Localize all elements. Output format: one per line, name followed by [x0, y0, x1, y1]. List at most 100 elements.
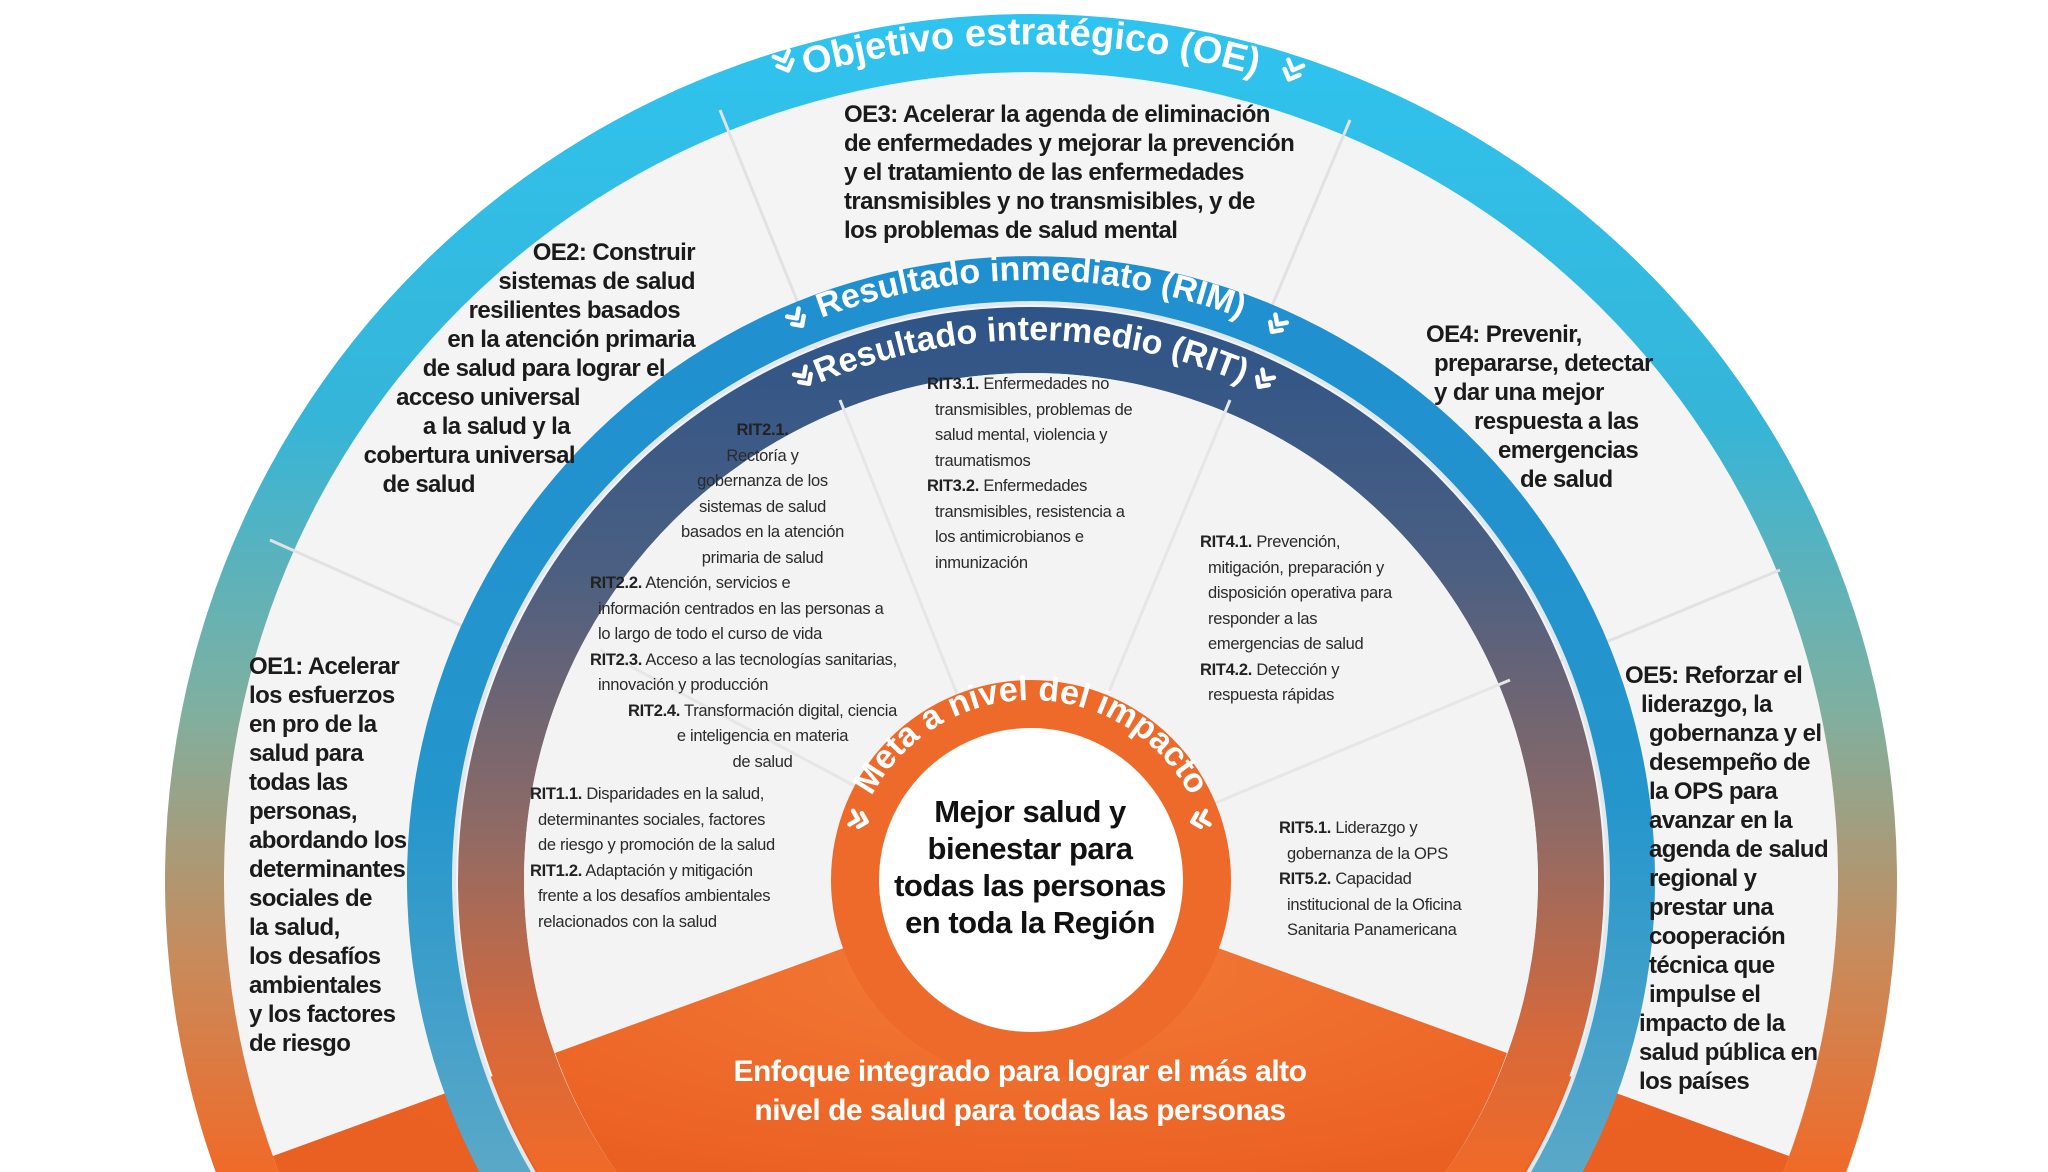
- rit-line: de riesgo y promoción de la salud: [530, 833, 775, 859]
- objective-text: los esfuerzos: [249, 682, 395, 709]
- rit-text: Disparidades en la salud,: [586, 785, 765, 803]
- rit-text: gobernanza de los: [697, 472, 828, 490]
- rit-line: transmisibles, problemas de: [927, 398, 1133, 424]
- objective-line: OE3: Acelerar la agenda de eliminación: [844, 100, 1294, 129]
- objective-line: técnica que: [1625, 951, 1828, 980]
- rit-code: RIT2.3.: [590, 650, 643, 669]
- approach-line: Enfoque integrado para lograr el más alt…: [733, 1055, 1307, 1088]
- rit-text: primaria de salud: [701, 548, 824, 567]
- objective-text: y el tratamiento de las enfermedades: [844, 159, 1245, 186]
- rit4-group: RIT4.1. Prevención,mitigación, preparaci…: [1200, 530, 1392, 709]
- objective-line: prepararse, detectar: [1426, 349, 1653, 378]
- rit-line: traumatismos: [927, 449, 1132, 475]
- rit-line: RIT2.2. Atención, servicios e: [590, 571, 935, 597]
- chevron-down-icon: [771, 48, 795, 73]
- objective-text: emergencias: [1498, 437, 1639, 464]
- objective-line: sociales de: [249, 884, 407, 913]
- objective-line: prestar una: [1625, 893, 1828, 922]
- objective-line: de salud: [330, 470, 695, 499]
- rit-text: sistemas de salud: [699, 497, 826, 516]
- objective-line: los desafíos: [249, 942, 407, 971]
- chevron-down-icon: [1255, 367, 1277, 389]
- rit-line: RIT1.1. Disparidades en la salud,: [530, 782, 775, 808]
- objective-text: Acelerar la agenda de eliminación: [902, 101, 1271, 128]
- objective-text: los países: [1639, 1068, 1750, 1095]
- objective-line: de enfermedades y mejorar la prevención: [844, 129, 1295, 158]
- rit-line: mitigación, preparación y: [1200, 556, 1392, 582]
- rit-text: Prevención,: [1256, 533, 1341, 551]
- objective-line: a la salud y la: [330, 412, 695, 441]
- objective-text: cooperación: [1649, 923, 1786, 950]
- objective-text: determinantes: [249, 856, 406, 883]
- rit-text: transmisibles, resistencia a: [935, 502, 1125, 521]
- rit-text: Detección y: [1256, 660, 1340, 679]
- rit-text: e inteligencia en materia: [676, 727, 849, 745]
- objective-text: en la atención primaria: [447, 326, 695, 353]
- objective-text: cobertura universal: [363, 442, 576, 469]
- rit-text: Transformación digital, ciencia: [684, 701, 897, 720]
- rit-line: sistemas de salud: [590, 495, 935, 521]
- objective-text: los problemas de salud mental: [844, 217, 1178, 244]
- objective-text: la salud,: [249, 914, 340, 941]
- rit-line: RIT1.2. Adaptación y mitigación: [530, 859, 775, 885]
- objective-line: emergencias: [1426, 436, 1653, 465]
- objective-line: resilientes basados: [330, 296, 695, 325]
- rit-line: e inteligencia en materia: [590, 724, 935, 750]
- rit-text: de riesgo y promoción de la salud: [538, 836, 775, 854]
- rit-text: de salud: [732, 752, 793, 771]
- rit-line: lo largo de todo el curso de vida: [590, 622, 935, 648]
- rit-text: Acceso a las tecnologías sanitarias,: [645, 650, 897, 669]
- rit-code: RIT5.1.: [1279, 819, 1332, 837]
- objective-line: los países: [1625, 1067, 1828, 1096]
- objective-text: en pro de la: [249, 711, 377, 738]
- objective-line: de riesgo: [249, 1029, 407, 1058]
- objective-code: OE2:: [532, 239, 587, 266]
- rit-line: transmisibles, resistencia a: [927, 500, 1132, 526]
- rit-text: innovación y producción: [598, 676, 769, 694]
- rit-code: RIT3.1.: [927, 375, 980, 393]
- objective-line: transmisibles y no transmisibles, y de: [844, 187, 1294, 216]
- rit-text: Enfermedades: [983, 477, 1088, 495]
- rit-line: disposición operativa para: [1200, 581, 1392, 607]
- objective-text: Construir: [592, 239, 695, 266]
- rit-text: Capacidad: [1335, 870, 1412, 888]
- rit-line: RIT2.3. Acceso a las tecnologías sanitar…: [590, 648, 935, 674]
- objective-line: regional y: [1625, 864, 1828, 893]
- objective-text: abordando los: [249, 827, 407, 854]
- objective-line: acceso universal: [330, 383, 695, 412]
- rit-line: RIT4.2. Detección y: [1200, 658, 1392, 684]
- objective-line: OE5: Reforzar el: [1625, 661, 1828, 690]
- rit-text: lo largo de todo el curso de vida: [598, 625, 823, 643]
- objective-text: de salud: [1520, 466, 1613, 493]
- rit-text: salud mental, violencia y: [935, 426, 1108, 444]
- rit-text: responder a las: [1208, 609, 1318, 628]
- rit-text: inmunización: [935, 553, 1028, 572]
- rit-line: respuesta rápidas: [1200, 683, 1392, 709]
- rit-text: información centrados en las personas a: [598, 599, 884, 618]
- objective-line: cooperación: [1625, 922, 1828, 951]
- approach-line: nivel de salud para todas las personas: [754, 1094, 1286, 1127]
- impact-goal-text: Mejor salud y bienestar para todas las p…: [880, 793, 1180, 941]
- objective-line: sistemas de salud: [330, 267, 695, 296]
- objective-line: determinantes: [249, 855, 407, 884]
- objective-line: todas las: [249, 768, 407, 797]
- rit-entry: RIT1.1. Disparidades en la salud,determi…: [530, 782, 775, 859]
- chevron-down-icon: [1268, 312, 1290, 334]
- objective-text: sistemas de salud: [498, 268, 695, 295]
- objective-line: liderazgo, la: [1625, 690, 1828, 719]
- objective-line: agenda de salud: [1625, 835, 1829, 864]
- objective-text: salud para: [249, 740, 364, 767]
- objective-text: impacto de la: [1639, 1010, 1785, 1037]
- objective-line: abordando los: [249, 826, 407, 855]
- objective-text: y dar una mejor: [1434, 379, 1604, 406]
- rit-code: RIT1.1.: [530, 785, 583, 803]
- objective-text: salud pública en: [1639, 1039, 1818, 1066]
- rit-line: RIT5.2. Capacidad: [1279, 867, 1461, 893]
- rit-line: los antimicrobianos e: [927, 525, 1132, 551]
